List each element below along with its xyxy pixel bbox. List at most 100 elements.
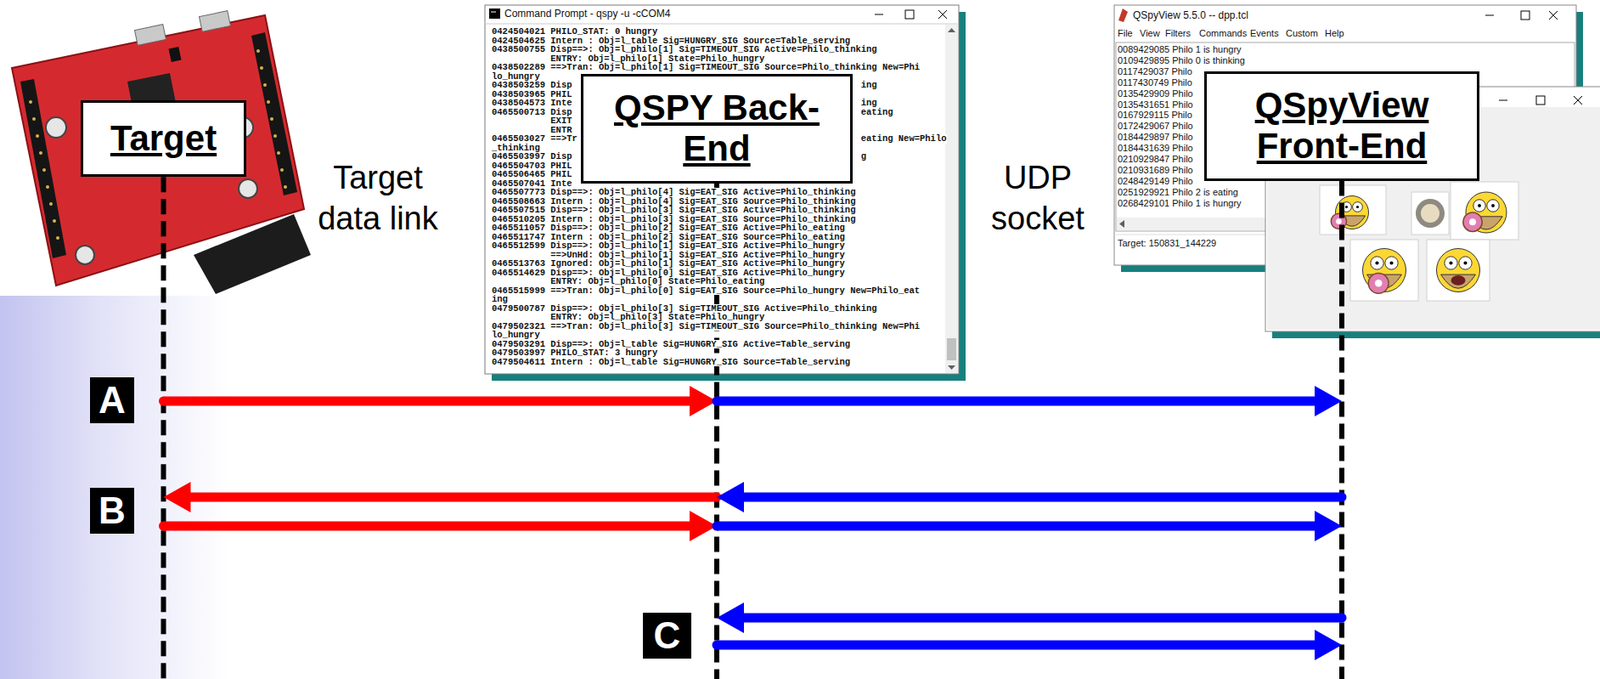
console-line: 0438503259 Disp: [491, 80, 573, 91]
eye: [1444, 256, 1458, 270]
menu-item: Custom: [1285, 28, 1319, 40]
component-label-box: QSPY Back-End: [580, 73, 853, 184]
arrow-tail: [1337, 492, 1347, 502]
console-line: 0465500713 Disp: [491, 107, 573, 118]
console-line: 0438502289 ==>Tran: Obj=l_philo[1] Sig=T…: [491, 62, 920, 73]
arrow-shaft: [743, 492, 1342, 502]
console-line: ==>UnHd: Obj=l_philo[1] Sig=EAT_SIG Acti…: [550, 250, 846, 260]
console-line: 0465507773 Disp==>: Obj=l_philo[4] Sig=E…: [491, 187, 856, 198]
arrow-tail: [1337, 613, 1347, 623]
component-name: Target: [93, 118, 234, 159]
pupil: [1356, 205, 1359, 209]
arrow-shaft: [716, 640, 1316, 650]
arrow-shaft: [716, 521, 1316, 531]
window-title: Command Prompt - qspy -u -cCOM4: [504, 7, 671, 20]
callout-letter: B: [90, 487, 135, 534]
link-label: UDP socket: [969, 157, 1106, 239]
arrow-head: [716, 602, 744, 633]
component-label-box: Target: [80, 100, 247, 177]
console-line: 0479500787 Disp==>: Obj=l_philo[3] Sig=T…: [491, 304, 878, 314]
eye: [1473, 199, 1486, 212]
console-line: ing: [861, 98, 878, 108]
donut-hole: [1469, 218, 1477, 226]
log-line: 0117429037 Philo: [1117, 66, 1193, 78]
menu-item: Help: [1324, 28, 1345, 40]
arrow-head: [163, 481, 192, 513]
console-line: 0424504625 Intern : Obj=l_table Sig=HUNG…: [491, 36, 851, 46]
console-line: ENTRY: Obj=l_philo[3] State=Philo_hungry: [550, 312, 765, 322]
donut: [1463, 212, 1482, 231]
callout-letter: A: [90, 377, 135, 423]
callout-letter-text: C: [653, 616, 682, 654]
log-line: 0135431651 Philo: [1117, 99, 1194, 111]
philosopher-pictures: [1330, 191, 1507, 293]
arrow-shaft: [190, 492, 718, 502]
console-line: 0424504021 PHILO_STAT: 0 hungry: [491, 27, 658, 37]
eye: [1385, 256, 1398, 270]
console-line: 0479503997 PHILO_STAT: 3 hungry: [491, 348, 658, 358]
arrow-tail: [712, 521, 722, 531]
pupil: [1345, 205, 1348, 209]
component-name: QSPY Back-End: [595, 87, 839, 170]
menu-item: Commands: [1199, 28, 1247, 40]
arrow-tail: [158, 521, 169, 531]
eye: [1370, 256, 1384, 270]
console-line: 0465512599 Disp==>: Obj=l_philo[1] Sig=E…: [491, 241, 846, 251]
console-line: 0465504703 PHIL: [491, 161, 573, 171]
message-arrow: [158, 385, 717, 417]
console-line: lo_hungry: [491, 72, 541, 82]
log-line: 0167929115 Philo: [1117, 109, 1193, 121]
console-line: _thinking: [491, 143, 541, 153]
pupil: [1448, 260, 1453, 265]
console-line: 0465503027 ==>Tr: [491, 134, 578, 144]
arrow-head: [1314, 385, 1342, 417]
message-arrow: [712, 385, 1343, 417]
pupil: [1463, 260, 1467, 265]
mouth: [1451, 275, 1466, 286]
log-line: 0210929847 Philo: [1117, 153, 1194, 165]
console-line: 0465506465 PHIL: [491, 169, 573, 180]
lifeline: [161, 176, 167, 679]
console-line: ing: [491, 294, 508, 305]
log-line: 0251929921 Philo 2 is eating: [1117, 186, 1239, 198]
console-line: eating: [861, 107, 894, 118]
console-line: 0479503291 Disp==>: Obj=l_table Sig=HUNG…: [491, 339, 851, 350]
arrow-shaft: [163, 521, 692, 531]
eye: [1352, 202, 1364, 213]
window-title: QSpyView 5.5.0 -- dpp.tcl: [1132, 9, 1249, 22]
beard: [1441, 274, 1477, 288]
pupil: [1477, 203, 1482, 208]
log-line: 0184431639 Philo: [1117, 142, 1194, 154]
log-line: 0210931689 Philo: [1117, 164, 1194, 176]
console-line: 0479504611 Intern : Obj=l_table Sig=HUNG…: [491, 357, 851, 367]
link-label: Target data link: [305, 157, 451, 239]
callout-letter-text: A: [98, 381, 126, 419]
console-line: eating New=Philo: [861, 134, 947, 144]
log-line: 0089429085 Philo 1 is hungry: [1117, 44, 1242, 56]
message-arrow: [712, 510, 1343, 541]
donut: [1368, 272, 1389, 293]
log-line: 0117430749 Philo: [1117, 77, 1193, 89]
console-line: 0465515999 ==>Tran: Obj=l_philo[0] Sig=E…: [491, 286, 920, 296]
arrow-head: [1314, 510, 1342, 541]
log-line: 0109429895 Philo 0 is thinking: [1117, 55, 1246, 67]
component-name: QSpyView Front-End: [1218, 84, 1465, 168]
pupil: [1491, 203, 1495, 208]
message-arrow: [163, 481, 722, 513]
pupil: [1389, 260, 1393, 265]
log-line: 0268429101 Philo 1 is hungry: [1117, 197, 1242, 209]
console-line: 0438503965 PHIL: [491, 90, 573, 100]
console-line: EXIT: [550, 116, 572, 126]
menu-item: View: [1139, 28, 1161, 40]
console-line: 0465507041 Inte: [491, 179, 573, 189]
donut-hole: [1374, 279, 1383, 288]
menu-item: File: [1117, 28, 1133, 40]
console-window: [484, 5, 966, 381]
console-line: 0465507515 Disp==>: Obj=l_philo[3] Sig=E…: [491, 205, 856, 215]
component-label-box: QSpyView Front-End: [1204, 71, 1480, 181]
console-line: 0465514629 Disp==>: Obj=l_philo[0] Sig=E…: [491, 268, 846, 278]
callout-letter-text: B: [98, 491, 126, 530]
console-line: 0465511057 Disp==>: Obj=l_philo[2] Sig=E…: [491, 223, 846, 233]
message-arrow: [716, 481, 1347, 513]
console-line: ENTRY: Obj=l_philo[0] State=Philo_eating: [550, 276, 765, 287]
